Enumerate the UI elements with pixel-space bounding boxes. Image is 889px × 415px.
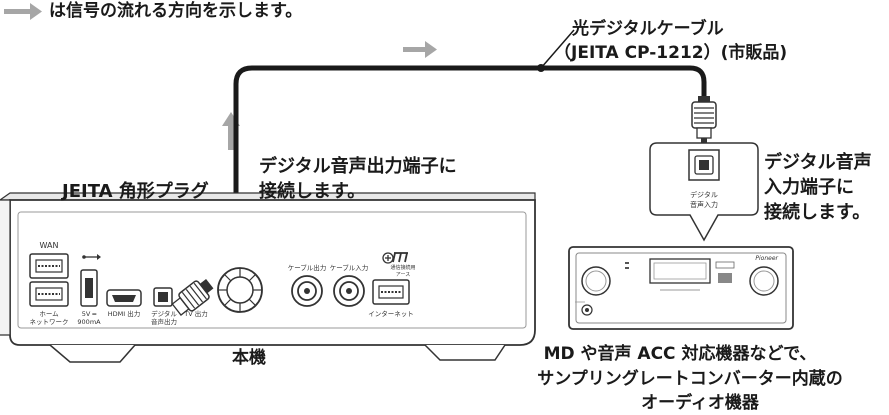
cable-label-dot — [537, 64, 545, 72]
legend-arrow-icon — [4, 3, 42, 20]
port-label-digital-audio-2: 音声出力 — [151, 317, 177, 326]
usb-icon — [82, 254, 101, 260]
audio-device-line2: サンプリングレートコンバーター内蔵の — [537, 369, 843, 389]
legend-text: は信号の流れる方向を示します。 — [49, 1, 303, 21]
device-label: 本機 — [232, 348, 266, 368]
output-callout-line1: デジタル音声出力端子に — [259, 156, 457, 177]
set-top-box — [0, 192, 536, 363]
plug-label: JEITA 角形プラグ — [62, 181, 209, 202]
output-callout-line2: 接続します。 — [259, 181, 366, 202]
port-label-tv-out: TV 出力 — [183, 309, 207, 318]
ground-icon — [382, 252, 408, 264]
internet-ethernet-port — [372, 279, 410, 305]
receiver-port-callout — [649, 142, 759, 242]
port-label-usb-2: 900mA — [77, 318, 101, 326]
home-network-ethernet-port — [29, 281, 69, 307]
audio-device-line1: MD や音声 ACC 対応機器などで、 — [543, 344, 817, 364]
input-callout-line1: デジタル音声 — [764, 152, 872, 173]
signal-arrow-right-icon — [403, 41, 437, 58]
port-label-cable-in: ケーブル入力 — [330, 263, 369, 272]
port-label-home-network-1: ホーム — [39, 310, 59, 318]
cable-label-line1: 光デジタルケーブル — [572, 19, 724, 39]
optical-plug-receiver-end — [691, 96, 717, 144]
wan-ethernet-port — [29, 253, 69, 279]
port-label-hdmi: HDMI 出力 — [108, 309, 140, 318]
input-callout-line3: 接続します。 — [764, 202, 871, 223]
port-label-ground-1: 通信接続用 — [390, 264, 415, 271]
port-label-internet: インターネット — [368, 309, 414, 318]
av-receiver: Pioneer — [568, 246, 794, 330]
receiver-brand: Pioneer — [755, 255, 778, 262]
cable-label-leader — [540, 29, 575, 69]
digital-audio-out-port — [153, 287, 173, 307]
optical-plug-box-end — [171, 278, 214, 316]
cable-out-port — [291, 275, 323, 307]
receiver-port-label-2: 音声入力 — [690, 200, 718, 209]
port-label-wan: WAN — [40, 241, 59, 250]
port-label-digital-audio-1: デジタル — [151, 309, 177, 318]
port-label-ground-2: アース — [396, 272, 410, 278]
cable-in-port — [333, 275, 365, 307]
receiver-port-label-1: デジタル — [690, 190, 718, 199]
input-callout-line2: 入力端子に — [764, 177, 854, 198]
port-label-cable-out: ケーブル出力 — [288, 263, 327, 272]
port-label-usb-1: 5V ═ — [82, 310, 97, 318]
hdmi-port — [106, 289, 142, 307]
cable-label-line2: （JEITA CP-1212）(市販品) — [554, 43, 788, 63]
tv-out-port — [217, 267, 263, 313]
audio-device-line3: オーディオ機器 — [641, 393, 759, 413]
port-label-home-network-2: ネットワーク — [30, 318, 69, 326]
usb-port — [80, 269, 98, 307]
